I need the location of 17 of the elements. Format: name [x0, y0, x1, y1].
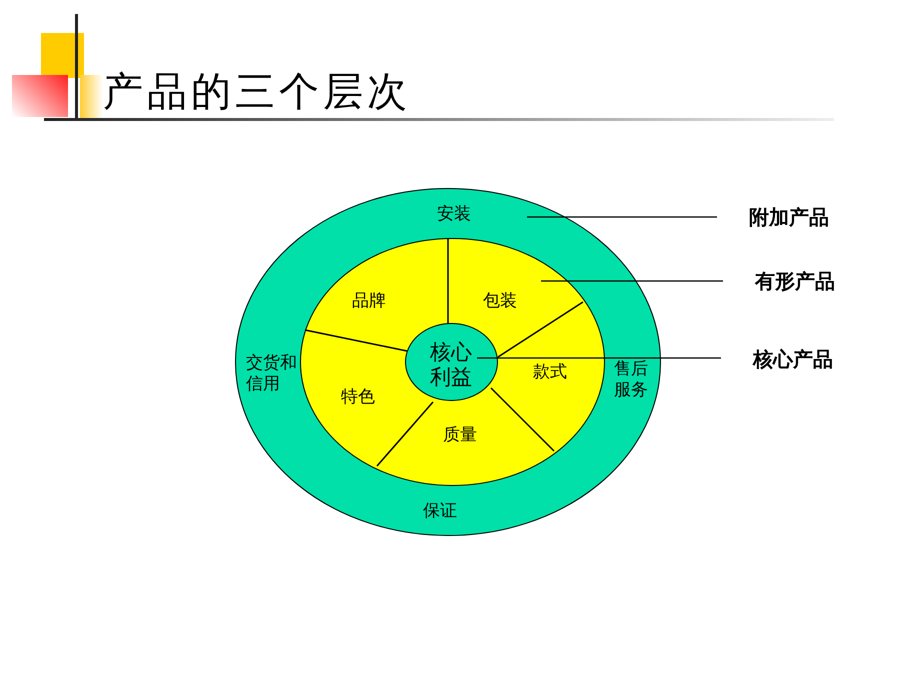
segment-label: 包装: [483, 290, 517, 311]
segment-label: 交货和信用: [246, 352, 298, 394]
core-label: 核心利益: [430, 340, 473, 390]
segment-label: 保证: [423, 500, 457, 521]
layer-label: 核心产品: [753, 348, 833, 372]
segment-label: 款式: [533, 361, 567, 382]
leader-line: [541, 280, 723, 282]
leader-line: [527, 216, 717, 218]
leader-line: [477, 357, 721, 359]
layer-label: 附加产品: [749, 206, 829, 230]
segment-label: 安装: [437, 203, 471, 224]
segment-label: 特色: [341, 386, 375, 407]
segment-label: 质量: [443, 424, 477, 445]
title: 产品的三个层次: [103, 68, 411, 116]
segment-label: 售后服务: [614, 358, 649, 400]
segment-label: 品牌: [352, 290, 386, 311]
layer-label: 有形产品: [755, 270, 835, 294]
